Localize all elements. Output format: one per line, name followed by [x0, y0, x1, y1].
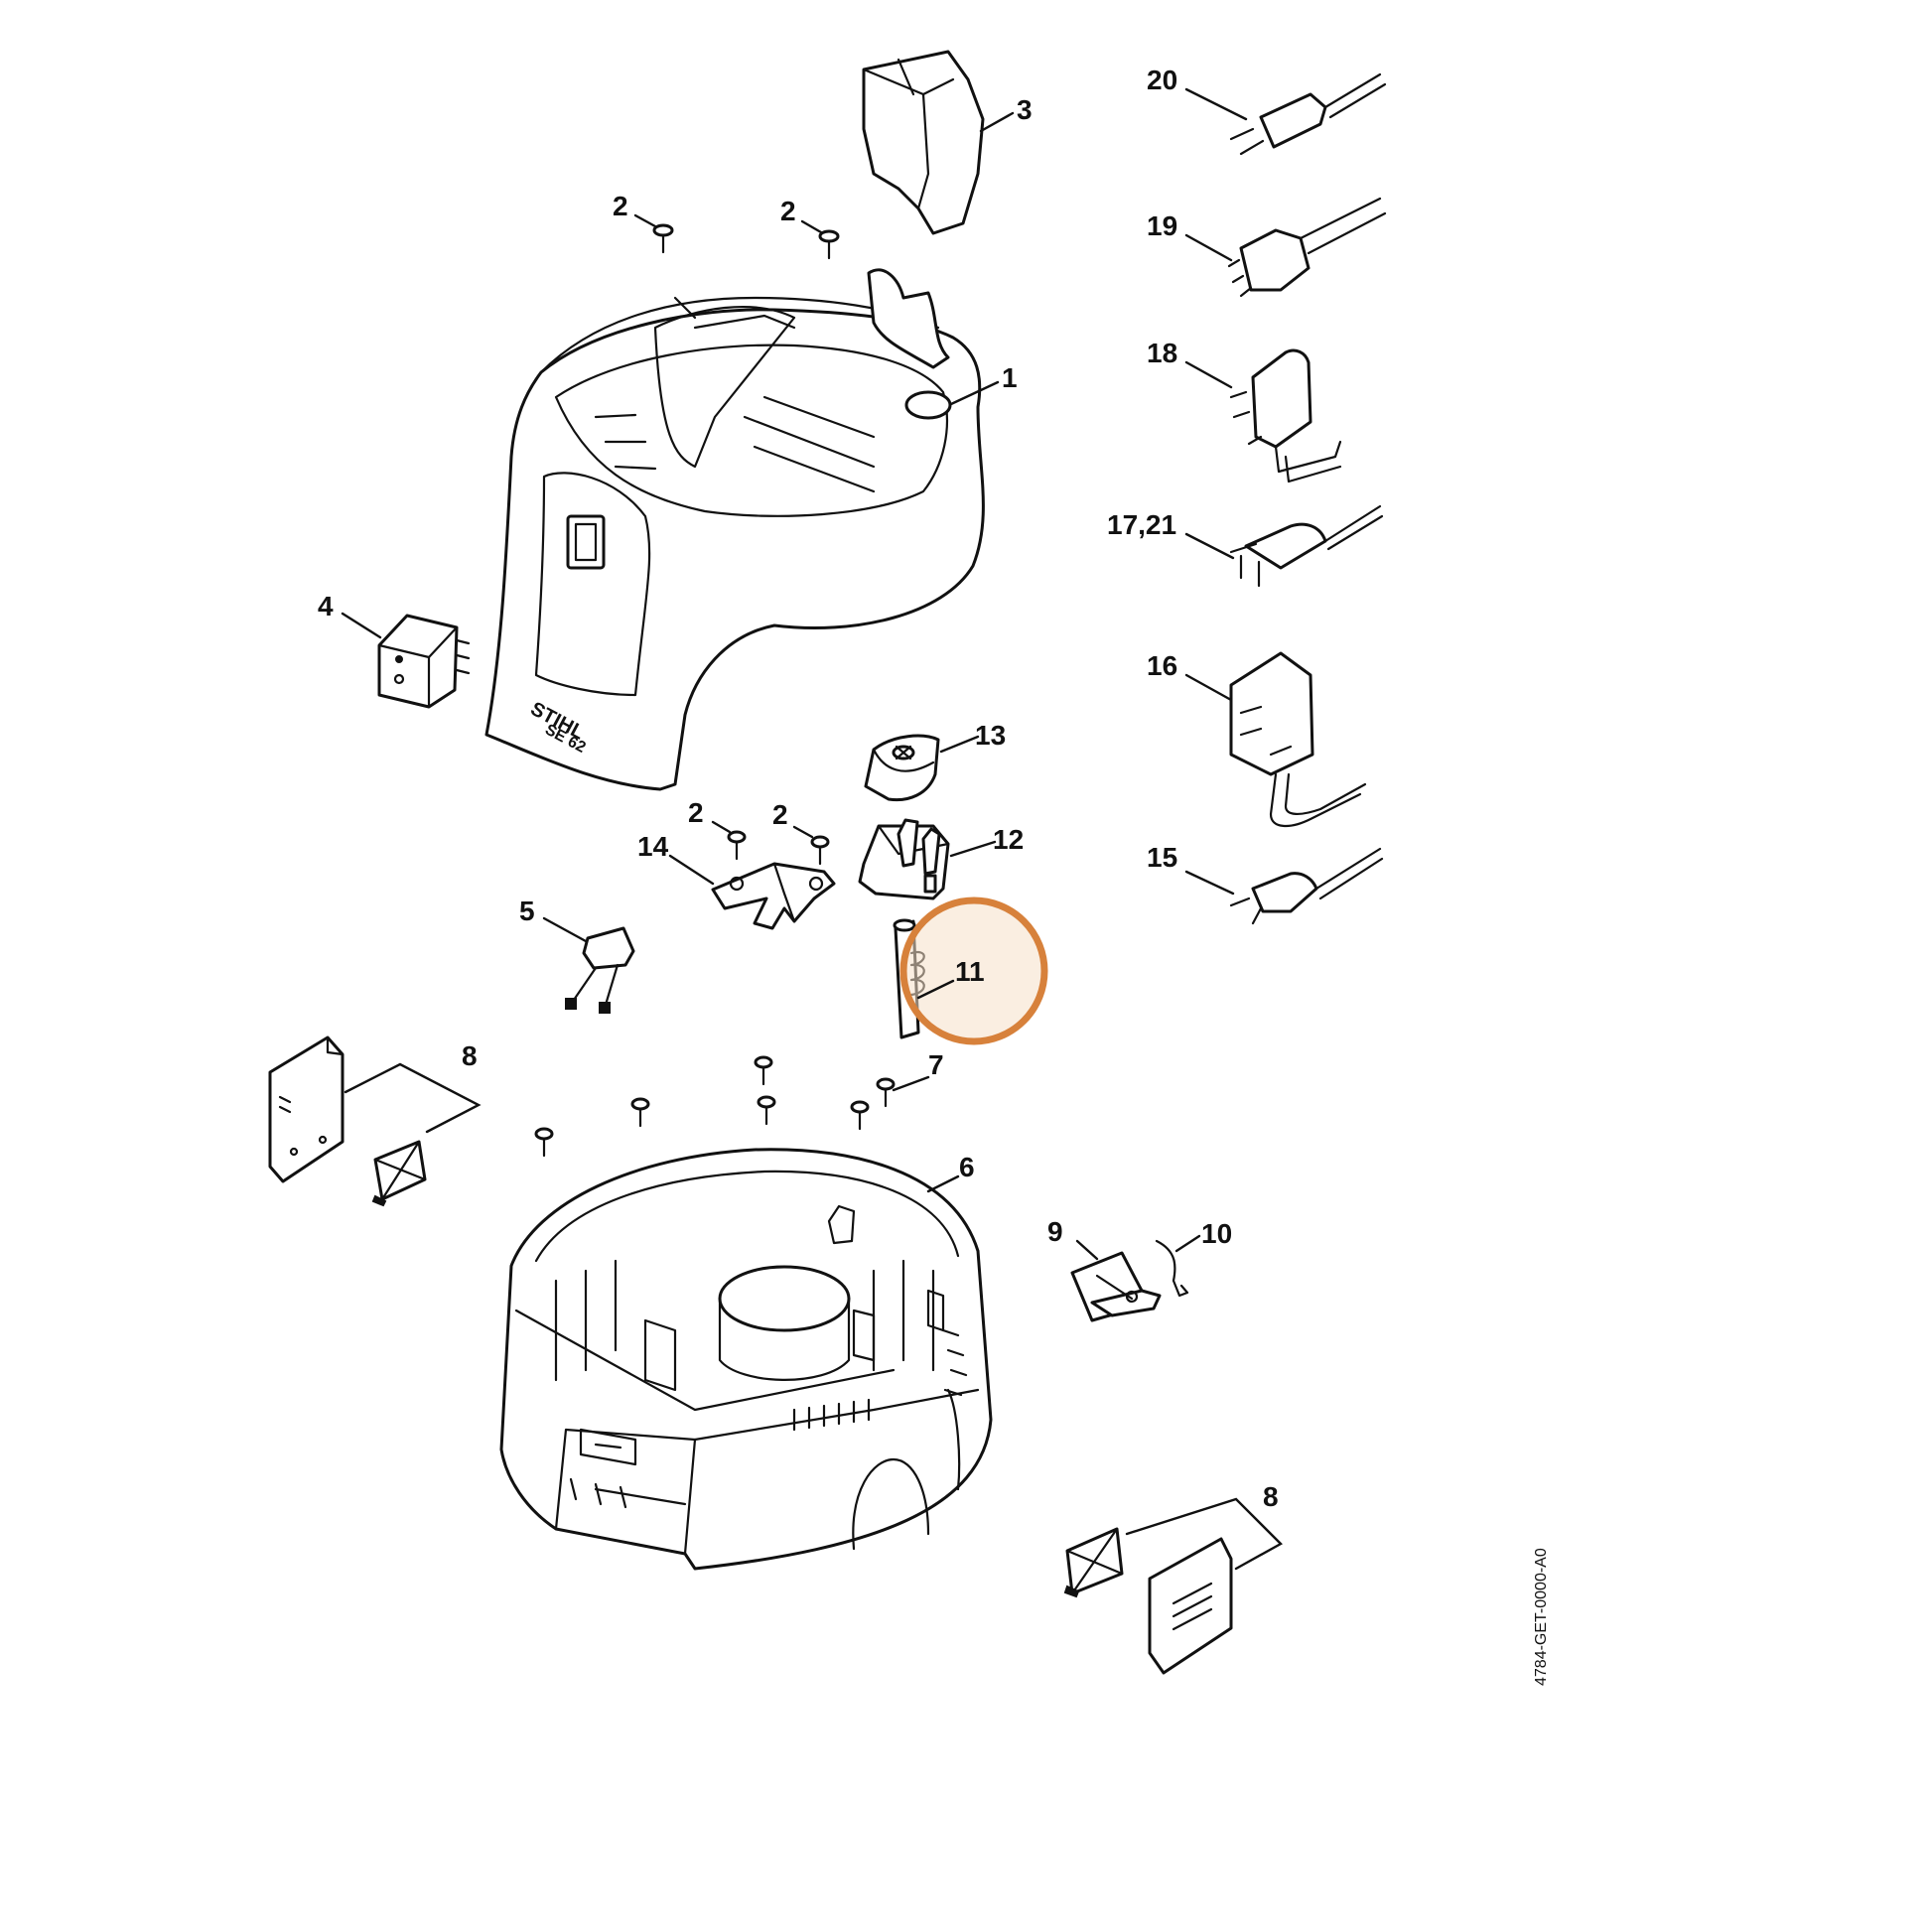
callout-18: 18: [1147, 338, 1177, 368]
part-14-bracket[interactable]: [711, 862, 836, 930]
part-8-cover-lower-right[interactable]: [1148, 1537, 1233, 1675]
part-20-power-cord[interactable]: [1229, 72, 1387, 156]
part-18-power-cord[interactable]: [1229, 348, 1342, 483]
callout-2-mid-left: 2: [688, 797, 704, 828]
part-10-spring-wire[interactable]: [1155, 1239, 1189, 1298]
part-19-power-cord[interactable]: [1227, 197, 1387, 298]
callout-1: 1: [1002, 362, 1018, 393]
callout-11: 11: [955, 956, 985, 987]
callout-17-21: 17,21: [1107, 509, 1176, 540]
part-9-flap[interactable]: [1070, 1251, 1162, 1322]
part-8-clip-upper-left[interactable]: [371, 1140, 427, 1207]
part-6-lower-housing[interactable]: [499, 1148, 993, 1571]
part-2-screw-top-left[interactable]: [652, 223, 674, 254]
document-code: 4784-GET-0000-A0: [1533, 1548, 1550, 1686]
callout-2-top-right: 2: [780, 196, 796, 226]
callout-7: 7: [928, 1049, 944, 1080]
part-2-screw-top-right[interactable]: [818, 229, 840, 260]
callout-14: 14: [637, 831, 669, 862]
part-2-screw-mid-right[interactable]: [810, 835, 830, 866]
callout-6: 6: [959, 1152, 975, 1182]
part-17-21-power-cord[interactable]: [1229, 504, 1384, 588]
callout-12: 12: [993, 824, 1024, 855]
part-15-power-cord[interactable]: [1229, 847, 1384, 925]
callout-10: 10: [1201, 1218, 1232, 1249]
callout-8-upper-left: 8: [462, 1040, 478, 1071]
part-12-holder[interactable]: [858, 818, 950, 900]
callout-4: 4: [318, 591, 334, 621]
callout-16: 16: [1147, 650, 1177, 681]
callout-15: 15: [1147, 842, 1177, 873]
part-16-power-cord[interactable]: [1229, 651, 1367, 827]
callout-2-top-left: 2: [613, 191, 628, 221]
part-3-hose-holder[interactable]: [862, 50, 985, 235]
callout-13: 13: [975, 720, 1006, 751]
part-7-screws[interactable]: [534, 1055, 896, 1158]
part-8-clip-lower-right[interactable]: [1063, 1527, 1124, 1598]
part-5-capacitor[interactable]: [565, 926, 635, 1014]
callout-20: 20: [1147, 65, 1177, 95]
part-4-switch[interactable]: [377, 614, 471, 709]
part-8-cover-upper-left[interactable]: [268, 1035, 345, 1183]
callout-9: 9: [1047, 1216, 1063, 1247]
callout-2-mid-right: 2: [772, 799, 788, 830]
part-13-cap[interactable]: [864, 734, 940, 802]
callout-19: 19: [1147, 210, 1177, 241]
callout-3: 3: [1017, 94, 1033, 125]
highlight-circle-part-11: [899, 897, 1048, 1045]
callout-5: 5: [519, 896, 535, 926]
part-1-upper-housing[interactable]: STIHL SE 62: [484, 268, 985, 791]
part-2-screw-mid-left[interactable]: [727, 830, 747, 861]
callout-8-lower-right: 8: [1263, 1481, 1279, 1512]
